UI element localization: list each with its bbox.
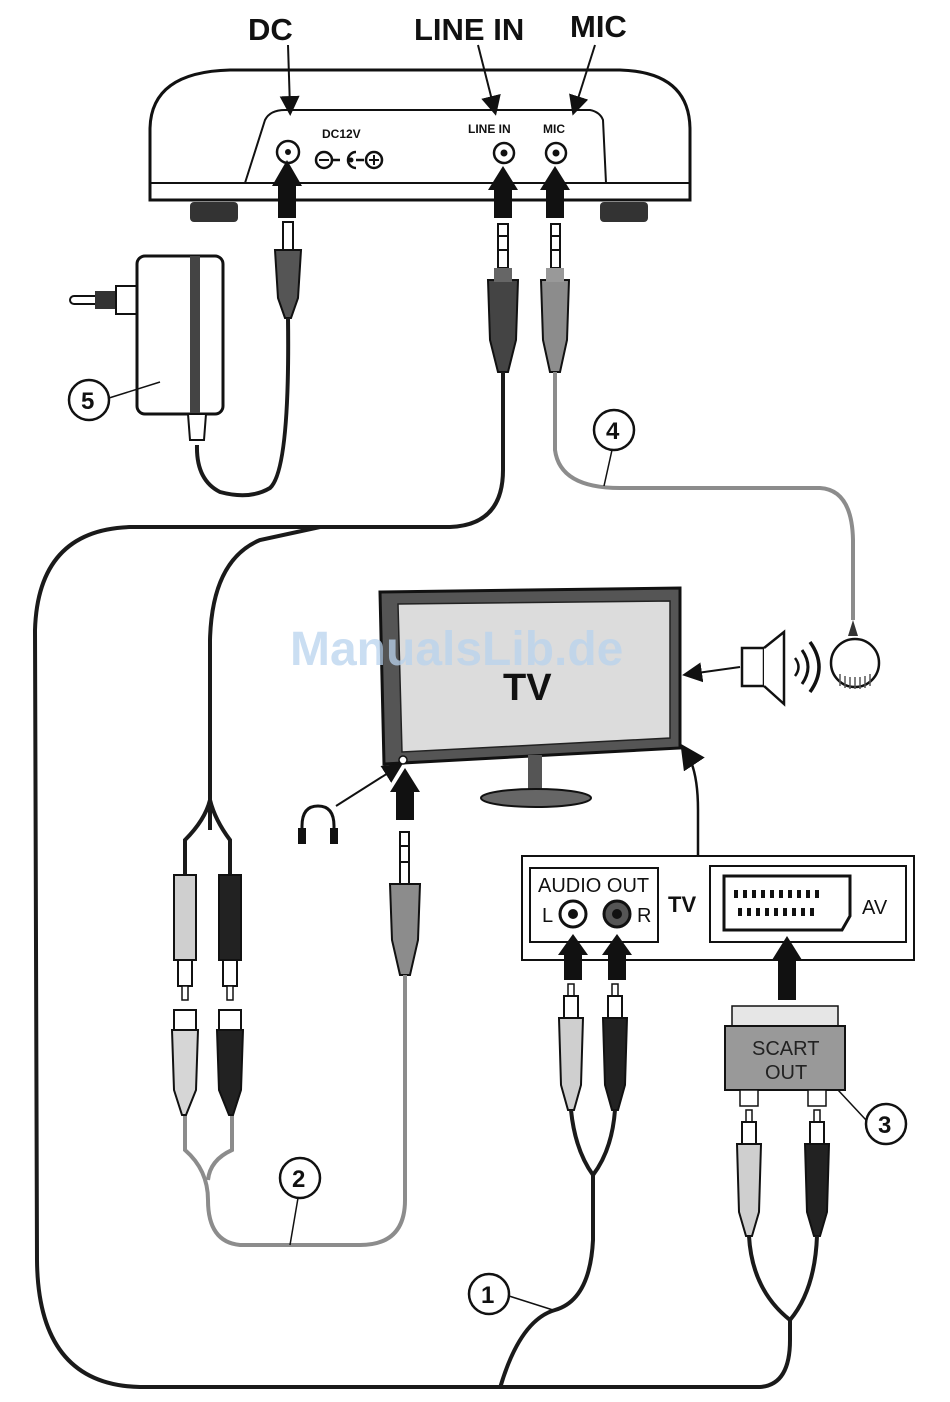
av-label: AV xyxy=(862,897,888,919)
dc-plug xyxy=(275,222,301,318)
line-in-plug xyxy=(488,224,518,372)
tv-set: TV xyxy=(380,588,680,807)
scart-label-line1: SCART xyxy=(752,1038,819,1060)
svg-text:2: 2 xyxy=(292,1166,305,1193)
cable-1-branch xyxy=(210,527,320,830)
left-foot xyxy=(190,202,238,222)
callout-2: 2 xyxy=(280,1158,320,1245)
line-in-panel-label: LINE IN xyxy=(468,122,511,136)
speaker-pointer xyxy=(690,667,740,674)
microphone xyxy=(831,620,879,689)
callout-1: 1 xyxy=(469,1274,553,1314)
headphone-pointer xyxy=(336,768,396,806)
polarity-symbol xyxy=(316,152,382,168)
svg-text:4: 4 xyxy=(606,418,620,445)
mic-panel-label: MIC xyxy=(543,122,565,136)
line-in-label: LINE IN xyxy=(414,12,524,47)
dc-label: DC xyxy=(248,12,293,47)
right-foot xyxy=(600,202,648,222)
audio-out-label: AUDIO OUT xyxy=(538,875,649,897)
scart-socket xyxy=(724,876,850,930)
speaker-icon xyxy=(742,632,819,704)
scart-label-line2: OUT xyxy=(765,1062,807,1084)
cable-1-scart-branch xyxy=(749,1236,817,1320)
mic-plug xyxy=(541,224,569,372)
headphone-jack-plug xyxy=(390,832,420,975)
callout-4: 4 xyxy=(594,410,634,486)
device-unit: DC12V LINE IN MIC xyxy=(150,70,690,222)
svg-text:1: 1 xyxy=(481,1282,494,1309)
audio-out-r-label: R xyxy=(637,905,651,927)
rca-plugs-audio-out xyxy=(559,984,627,1110)
mic-label: MIC xyxy=(570,9,627,44)
rca-plugs-upper-left xyxy=(174,875,241,1000)
callout-3: 3 xyxy=(838,1090,906,1144)
scart-adapter: SCART OUT xyxy=(725,1006,845,1106)
svg-text:3: 3 xyxy=(878,1112,891,1139)
rca-plugs-scart xyxy=(737,1110,829,1236)
tv-panel-label: TV xyxy=(668,892,696,917)
panel-to-tv-arrow xyxy=(686,752,698,856)
headphone-icon xyxy=(298,806,338,844)
svg-text:5: 5 xyxy=(81,388,94,415)
mic-cable xyxy=(555,372,853,620)
tv-headphone-insert-arrow xyxy=(390,768,420,820)
watermark: ManualsLib.de xyxy=(290,623,623,676)
cable-1-right xyxy=(500,1110,615,1388)
tv-connection-panel: AUDIO OUT L R TV AV xyxy=(522,856,914,960)
dc12v-label: DC12V xyxy=(322,127,361,141)
rca-sockets-lower-left xyxy=(172,1010,243,1115)
audio-out-l-label: L xyxy=(542,905,553,927)
